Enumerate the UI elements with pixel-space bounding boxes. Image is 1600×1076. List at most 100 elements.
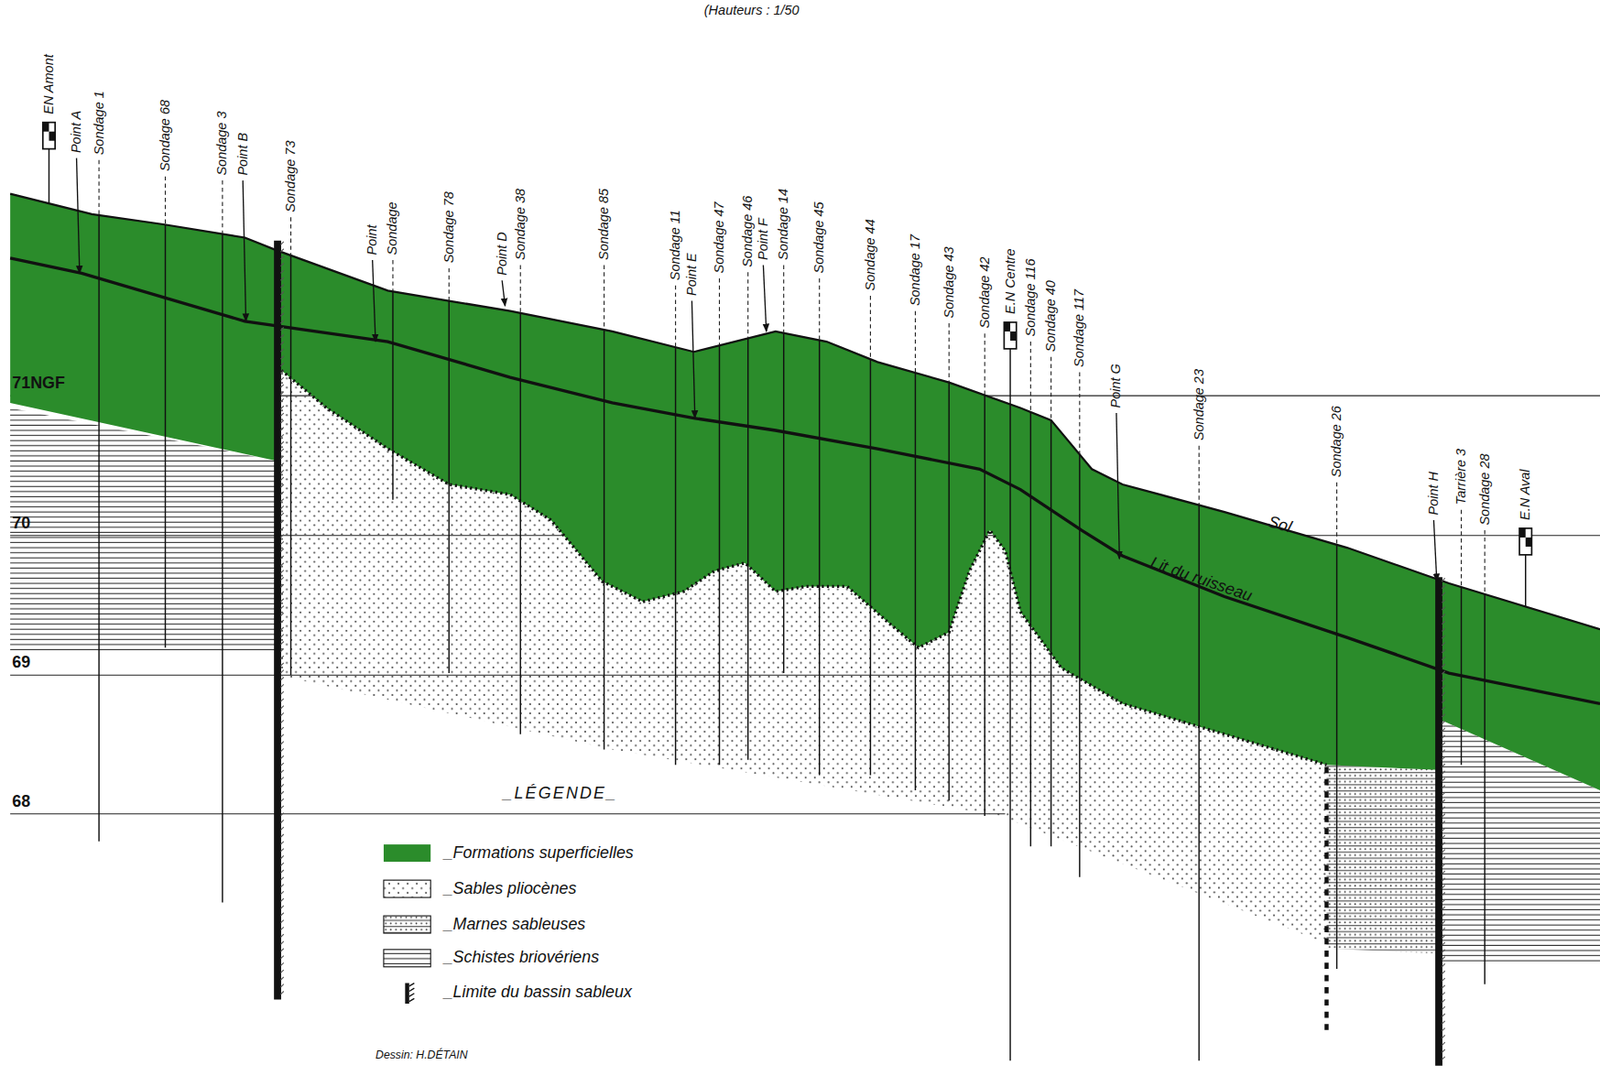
limit-tick <box>280 991 283 995</box>
point-arrow <box>691 301 695 419</box>
borehole-leader <box>1030 341 1032 413</box>
layer-boundary <box>277 367 1327 765</box>
borehole-leader <box>520 265 522 314</box>
limit-tick <box>280 969 283 973</box>
limit-tick <box>280 541 283 545</box>
borehole-label: Sondage 26 <box>1328 405 1346 478</box>
borehole-label: Sondage 23 <box>1190 369 1208 441</box>
limit-tick <box>280 655 283 659</box>
limit-tick <box>280 934 283 937</box>
limit-tick <box>280 370 283 373</box>
legend-swatch <box>382 913 435 938</box>
borehole-label: Sondage 47 <box>711 201 729 273</box>
limit-tick <box>280 777 283 781</box>
limit-tick <box>1441 857 1445 860</box>
borehole-line <box>783 333 784 674</box>
borehole-line <box>1078 454 1080 878</box>
borehole-label: Sondage 44 <box>861 218 879 291</box>
limit-tick <box>1441 656 1445 660</box>
limit-tick <box>1441 870 1445 874</box>
limit-tick <box>280 670 283 674</box>
borehole-line <box>221 234 223 904</box>
borehole-leader <box>290 217 292 256</box>
limit-tick <box>280 249 283 252</box>
borehole-leader <box>718 278 720 346</box>
limit-tick <box>1441 921 1445 925</box>
limit-tick <box>1441 714 1445 718</box>
limit-tick <box>1441 735 1445 739</box>
limit-tick <box>1441 999 1445 1002</box>
limit-tick <box>280 648 283 652</box>
legend-swatch <box>382 946 435 972</box>
borehole-line <box>914 372 916 791</box>
elevation-label: 70 <box>11 514 31 532</box>
limit-tick <box>1441 756 1445 760</box>
borehole-leader <box>783 265 784 334</box>
limit-tick <box>280 977 283 980</box>
limit-tick <box>280 791 283 795</box>
legend-text: _Sables pliocènes <box>444 879 577 898</box>
limit-tick <box>280 356 283 360</box>
stream-bed-line <box>10 258 1600 705</box>
ground-line <box>10 194 1600 631</box>
borehole-label: Sondage 3 <box>214 110 231 175</box>
limit-tick <box>1441 878 1445 882</box>
limit-tick <box>1441 835 1445 839</box>
limit-tick <box>280 377 283 381</box>
limit-tick <box>280 956 283 959</box>
limit-tick <box>280 827 283 830</box>
borehole-label: Sondage 116 <box>1022 258 1039 337</box>
limit-tick <box>280 805 283 809</box>
borehole-label: Sondage 117 <box>1071 289 1089 368</box>
borehole-leader <box>98 160 100 216</box>
limit-tick <box>280 420 283 424</box>
limit-tick <box>1441 899 1445 903</box>
borehole-leader <box>674 285 676 348</box>
borehole-label: Sondage 17 <box>907 234 925 306</box>
limit-tick <box>280 834 283 838</box>
borehole-label: Tarrière 3 <box>1453 448 1470 505</box>
limit-tick <box>280 841 283 845</box>
point-arrow <box>501 280 505 306</box>
limit-tick <box>280 606 283 610</box>
limit-tick <box>280 984 283 988</box>
limit-tick <box>280 891 283 894</box>
borehole-label: Sondage 73 <box>282 141 300 213</box>
borehole-line <box>1050 420 1052 848</box>
limit-tick <box>280 926 283 930</box>
limit-tick <box>280 862 283 866</box>
limit-tick <box>280 941 283 945</box>
limit-tick <box>280 576 283 580</box>
limit-tick <box>280 627 283 631</box>
limit-tick <box>280 477 283 480</box>
limit-tick <box>280 663 283 666</box>
elevation-label: 69 <box>11 654 31 672</box>
limit-tick <box>280 405 283 409</box>
section-label: Dessin: H.DÉTAIN <box>375 1046 469 1064</box>
limit-tick <box>280 469 283 473</box>
borehole-label: Sondage 14 <box>775 188 793 261</box>
limit-tick <box>280 434 283 437</box>
limit-tick <box>280 326 283 330</box>
limit-tick <box>1441 1028 1445 1032</box>
limit-tick <box>1441 707 1445 710</box>
borehole-label: Point F <box>755 217 773 261</box>
borehole-label: Sondage 45 <box>811 201 828 273</box>
limit-tick <box>280 819 283 823</box>
limit-tick <box>280 505 283 509</box>
limit-tick <box>1441 607 1445 610</box>
limit-tick <box>1441 685 1445 688</box>
limit-tick <box>280 384 283 388</box>
limit-tick <box>280 456 283 459</box>
limit-tick <box>280 898 283 902</box>
legend-text: _Marnes sableuses <box>444 914 587 934</box>
limit-tick <box>1441 892 1445 895</box>
limit-tick <box>280 962 283 966</box>
borehole-label: Point <box>364 224 381 255</box>
limit-tick <box>280 305 283 309</box>
limit-tick <box>280 284 283 288</box>
legend-swatch <box>382 980 435 1006</box>
borehole-line <box>674 347 676 765</box>
limit-tick <box>280 499 283 502</box>
limit-tick <box>1441 949 1445 953</box>
